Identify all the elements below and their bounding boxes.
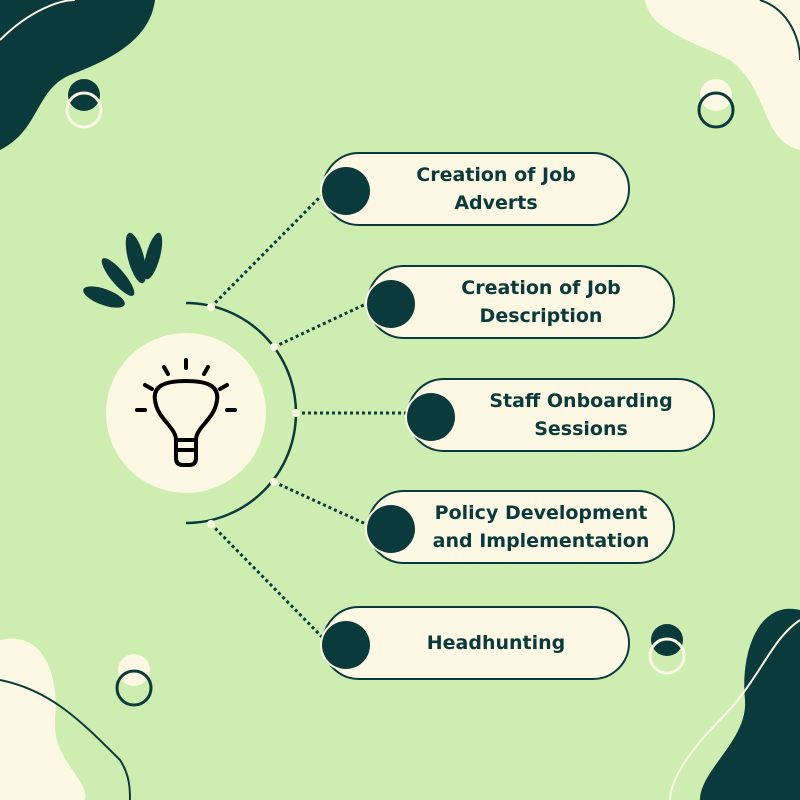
lightbulb-icon	[135, 358, 237, 467]
blob-top-right	[645, 0, 800, 150]
bullet-icon	[407, 393, 455, 441]
blob-top-left	[0, 0, 155, 150]
connector-lines	[209, 190, 408, 642]
item-label: Creation of Job Adverts	[416, 164, 576, 214]
blob-bottom-left	[0, 638, 86, 800]
bullet-icon	[322, 167, 370, 215]
blob-bottom-right	[700, 608, 800, 800]
connector-dots	[207, 303, 300, 528]
list-item-staff-onboarding[interactable]: Staff Onboarding Sessions	[407, 378, 715, 452]
blob-bottom-right-line	[669, 619, 800, 800]
list-item-policy-development[interactable]: Policy Development and Implementation	[367, 490, 675, 564]
blob-bottom-left-line	[0, 679, 131, 800]
center-circle	[106, 333, 266, 493]
item-label: Headhunting	[426, 632, 566, 654]
blob-top-left-line	[0, 0, 76, 41]
list-item-job-description[interactable]: Creation of Job Description	[367, 265, 675, 339]
item-label: Policy Development and Implementation	[432, 502, 650, 552]
bullet-icon	[367, 280, 415, 328]
bullet-icon	[322, 621, 370, 669]
leaf-accent-icon	[83, 232, 163, 308]
item-label: Staff Onboarding Sessions	[489, 390, 673, 440]
bullet-icon	[367, 505, 415, 553]
list-item-job-adverts[interactable]: Creation of Job Adverts	[322, 152, 630, 226]
item-label: Creation of Job Description	[461, 277, 621, 327]
list-item-headhunting[interactable]: Headhunting	[322, 606, 630, 680]
